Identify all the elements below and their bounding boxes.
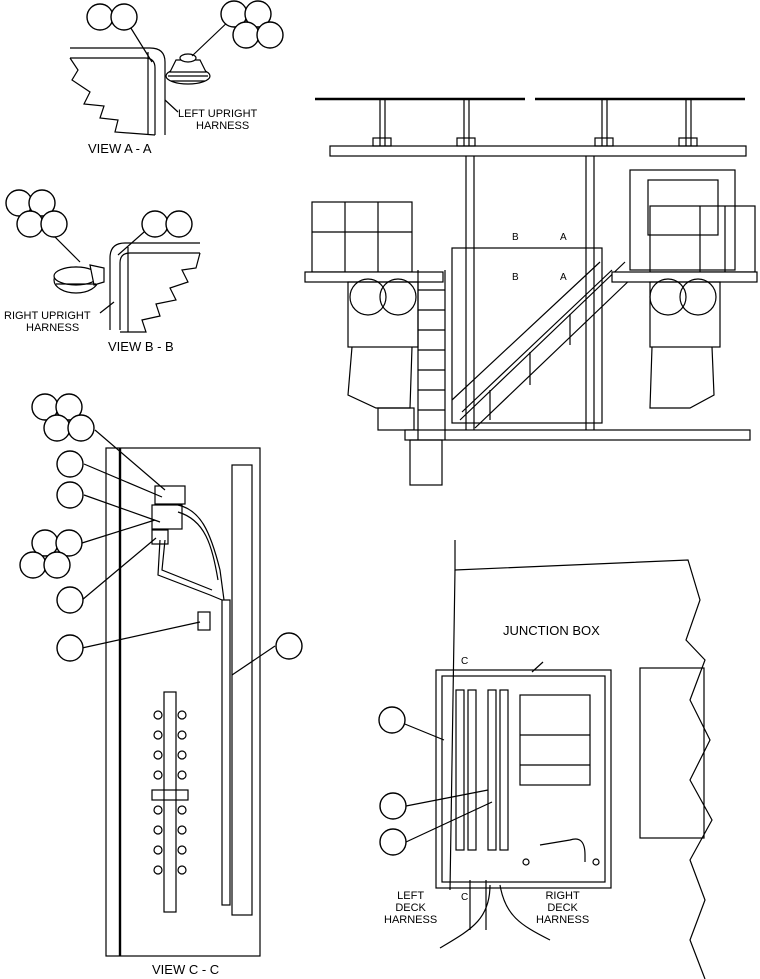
view-cc-drawing bbox=[19, 393, 303, 957]
terminal-strips bbox=[455, 689, 509, 851]
left-deck-harness-label: LEFT DECK HARNESS bbox=[384, 890, 437, 926]
view-aa-title: VIEW A - A bbox=[88, 141, 152, 156]
section-marker-c-top: C bbox=[461, 656, 469, 667]
section-marker-b-top: B bbox=[512, 232, 519, 243]
junction-box-label: JUNCTION BOX bbox=[503, 623, 600, 638]
left-upright-harness-line1: LEFT UPRIGHT bbox=[178, 108, 258, 120]
terminal-strip-ears bbox=[151, 710, 189, 875]
right-deck-harness-line2: DECK bbox=[547, 902, 578, 914]
machine-elevation-drawing bbox=[304, 97, 758, 486]
left-deck-harness-line3: HARNESS bbox=[384, 914, 438, 926]
section-marker-a-top: A bbox=[560, 232, 567, 243]
ladder-rungs bbox=[418, 289, 445, 411]
view-bb-drawing bbox=[5, 189, 201, 333]
right-upright-harness-label: RIGHT UPRIGHT HARNESS bbox=[4, 310, 91, 334]
right-deck-harness-line3: HARNESS bbox=[536, 914, 590, 926]
view-aa-drawing bbox=[69, 0, 284, 136]
left-deck-harness-line1: LEFT bbox=[397, 890, 425, 902]
left-deck-harness-line2: DECK bbox=[395, 902, 426, 914]
view-bb-title: VIEW B - B bbox=[108, 339, 174, 354]
junction-box-drawing bbox=[378, 540, 713, 979]
view-cc-title: VIEW C - C bbox=[152, 962, 220, 977]
right-deck-harness-label: RIGHT DECK HARNESS bbox=[536, 890, 589, 926]
left-upright-harness-line2: HARNESS bbox=[196, 120, 250, 132]
section-marker-c-bottom: C bbox=[461, 892, 469, 903]
section-marker-b-bottom: B bbox=[512, 272, 519, 283]
left-upright-harness-label: LEFT UPRIGHT HARNESS bbox=[178, 108, 257, 132]
right-upright-harness-line1: RIGHT UPRIGHT bbox=[4, 310, 91, 322]
right-upright-harness-line2: HARNESS bbox=[26, 322, 80, 334]
section-marker-a-bottom: A bbox=[560, 272, 567, 283]
right-deck-harness-line1: RIGHT bbox=[545, 890, 580, 902]
